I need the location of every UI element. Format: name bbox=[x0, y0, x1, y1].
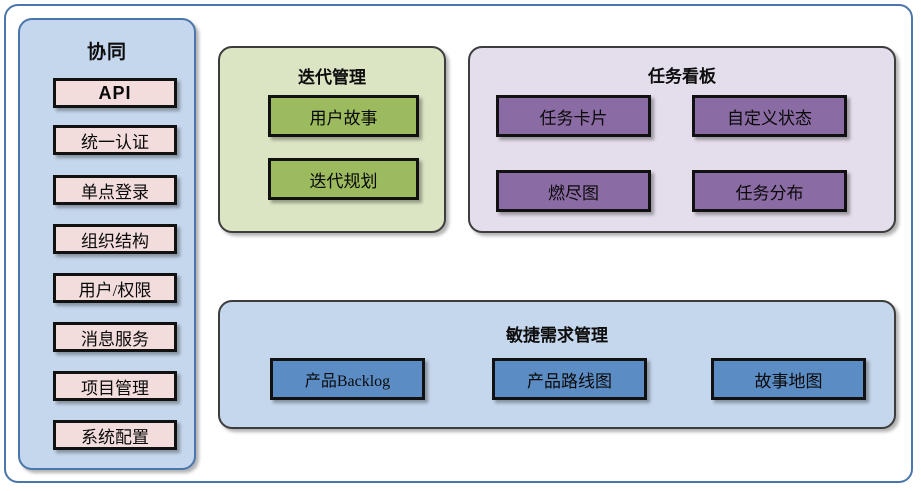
sidebar-item-label: API bbox=[98, 82, 132, 103]
task-item-task-card[interactable]: 任务卡片 bbox=[496, 95, 651, 137]
iteration-item-sprint-planning[interactable]: 迭代规划 bbox=[268, 158, 419, 200]
sidebar-item-label: 系统配置 bbox=[81, 427, 149, 447]
iteration-item-user-story[interactable]: 用户故事 bbox=[268, 95, 419, 137]
agile-item-product-backlog[interactable]: 产品Backlog bbox=[270, 358, 425, 400]
task-board-panel[interactable]: 任务看板 任务卡片 自定义状态 燃尽图 任务分布 bbox=[468, 46, 896, 233]
task-item-label: 任务卡片 bbox=[539, 108, 608, 128]
sidebar-item-user-permission[interactable]: 用户/权限 bbox=[53, 273, 177, 303]
sidebar-item-label: 单点登录 bbox=[81, 182, 149, 202]
sidebar-item-org-structure[interactable]: 组织结构 bbox=[53, 224, 177, 254]
sidebar-item-system-config[interactable]: 系统配置 bbox=[53, 420, 177, 450]
task-panel-title: 任务看板 bbox=[648, 67, 716, 86]
sidebar-item-label: 组织结构 bbox=[81, 231, 149, 251]
task-item-label: 任务分布 bbox=[735, 183, 804, 203]
task-item-label: 自定义状态 bbox=[727, 108, 812, 128]
task-item-label: 燃尽图 bbox=[548, 183, 599, 203]
sidebar-item-label: 统一认证 bbox=[81, 132, 149, 152]
agile-panel-title: 敏捷需求管理 bbox=[506, 326, 608, 345]
agile-item-story-map[interactable]: 故事地图 bbox=[711, 358, 866, 400]
sidebar-item-single-sign-on[interactable]: 单点登录 bbox=[53, 175, 177, 205]
task-item-burndown-chart[interactable]: 燃尽图 bbox=[496, 170, 651, 212]
agile-item-label: 故事地图 bbox=[754, 371, 823, 391]
iteration-panel-title: 迭代管理 bbox=[298, 68, 366, 87]
sidebar-item-label: 消息服务 bbox=[81, 329, 149, 349]
iteration-management-panel[interactable]: 迭代管理 用户故事 迭代规划 bbox=[218, 46, 446, 233]
agile-item-product-roadmap[interactable]: 产品路线图 bbox=[492, 358, 647, 400]
agile-item-label: 产品Backlog bbox=[304, 373, 391, 390]
sidebar-item-api[interactable]: API bbox=[53, 78, 177, 108]
iteration-item-label: 用户故事 bbox=[309, 108, 378, 128]
sidebar-item-unified-auth[interactable]: 统一认证 bbox=[53, 125, 177, 155]
agile-requirement-panel[interactable]: 敏捷需求管理 产品Backlog 产品路线图 故事地图 bbox=[218, 300, 896, 429]
task-item-custom-status[interactable]: 自定义状态 bbox=[692, 95, 847, 137]
agile-item-label: 产品路线图 bbox=[527, 371, 612, 391]
iteration-item-label: 迭代规划 bbox=[309, 171, 378, 191]
task-item-task-distribution[interactable]: 任务分布 bbox=[692, 170, 847, 212]
sidebar-title: 协同 bbox=[86, 42, 127, 63]
sidebar-item-project-management[interactable]: 项目管理 bbox=[53, 371, 177, 401]
sidebar-item-message-service[interactable]: 消息服务 bbox=[53, 322, 177, 352]
sidebar-item-label: 用户/权限 bbox=[78, 280, 152, 300]
sidebar-panel-collaboration[interactable]: 协同 API 统一认证 单点登录 组织结构 用户/权限 消息服务 项目管理 系统… bbox=[18, 18, 196, 470]
sidebar-item-label: 项目管理 bbox=[81, 378, 149, 398]
